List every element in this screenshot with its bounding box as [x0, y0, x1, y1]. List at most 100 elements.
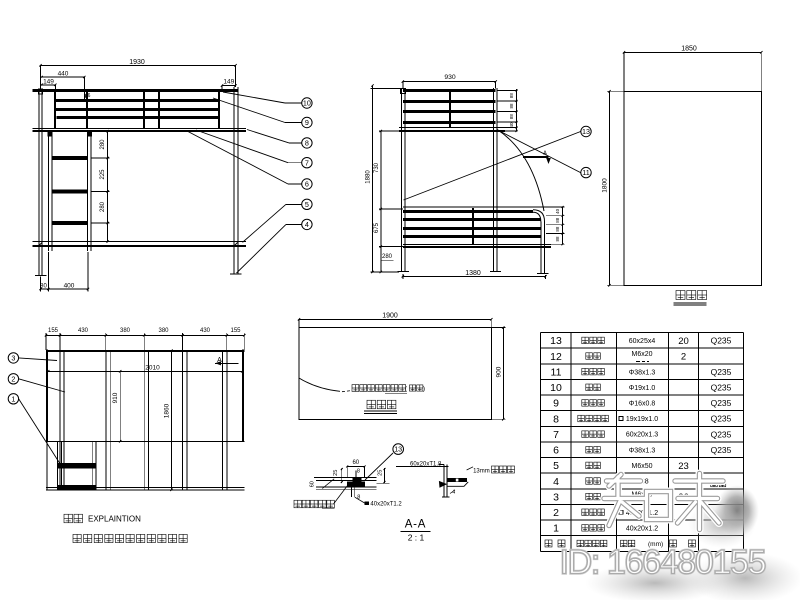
svg-text:ID: 166480155: ID: 166480155	[560, 544, 767, 582]
svg-text:Φ19x1.0: Φ19x1.0	[629, 385, 656, 392]
svg-text:400: 400	[64, 283, 75, 290]
svg-text:19x19x1.0: 19x19x1.0	[626, 416, 658, 423]
svg-text:430: 430	[78, 328, 89, 334]
svg-text:1800: 1800	[602, 178, 609, 193]
svg-text:155: 155	[48, 328, 59, 334]
svg-text:4: 4	[553, 476, 559, 488]
svg-text:10: 10	[303, 99, 311, 108]
svg-text:1850: 1850	[681, 46, 697, 53]
svg-text:A-A: A-A	[405, 519, 427, 531]
svg-text:4: 4	[305, 220, 309, 229]
svg-text:40x20xT1.2: 40x20xT1.2	[370, 502, 402, 508]
svg-text:ID: 166480155: ID: 166480155	[560, 544, 767, 582]
svg-text:60: 60	[310, 481, 316, 487]
svg-text:11: 11	[551, 366, 562, 378]
svg-text:23: 23	[678, 461, 689, 472]
svg-text:13: 13	[582, 127, 590, 136]
svg-text:11: 11	[582, 168, 589, 177]
svg-text:1880: 1880	[366, 170, 372, 184]
svg-text:280: 280	[382, 254, 393, 260]
svg-text:88: 88	[509, 93, 514, 99]
svg-text:910: 910	[112, 392, 119, 403]
svg-text:Φ38x1.3: Φ38x1.3	[629, 447, 656, 454]
svg-text:675: 675	[374, 222, 380, 233]
svg-text:Φ16x0.8: Φ16x0.8	[629, 400, 656, 407]
svg-text:1380: 1380	[465, 270, 481, 277]
svg-text:40: 40	[555, 208, 560, 214]
svg-text:88: 88	[509, 114, 514, 120]
svg-text:Φ38x1.3: Φ38x1.3	[629, 369, 656, 376]
svg-text:4: 4	[452, 489, 455, 495]
svg-text:5: 5	[305, 200, 309, 209]
svg-text:Q235: Q235	[711, 429, 732, 439]
svg-text:225: 225	[100, 169, 106, 180]
svg-text:12: 12	[550, 351, 562, 363]
svg-text:930: 930	[444, 74, 456, 81]
svg-text:80: 80	[40, 284, 47, 290]
svg-text:13mm: 13mm	[473, 469, 490, 475]
svg-text:2010: 2010	[145, 365, 160, 372]
svg-text:440: 440	[58, 71, 69, 78]
svg-text:6: 6	[553, 445, 559, 457]
svg-text:7: 7	[553, 429, 559, 441]
svg-text:40: 40	[509, 122, 514, 128]
svg-text:88: 88	[509, 103, 514, 109]
svg-text:2: 2	[11, 374, 15, 383]
svg-text:5: 5	[553, 460, 559, 472]
svg-text:Q235: Q235	[711, 336, 732, 346]
svg-text:6: 6	[305, 180, 309, 189]
svg-text:Q235: Q235	[711, 367, 732, 377]
svg-text:10: 10	[550, 382, 562, 394]
svg-text:730: 730	[374, 162, 380, 173]
svg-text:1930: 1930	[129, 59, 145, 66]
svg-text:149: 149	[223, 79, 234, 86]
svg-text:2: 2	[553, 507, 559, 519]
svg-text:20: 20	[678, 336, 689, 347]
svg-text:13: 13	[394, 445, 402, 454]
svg-text:1860: 1860	[164, 403, 171, 418]
svg-text:40x20x1.2: 40x20x1.2	[626, 525, 658, 532]
svg-text:1: 1	[553, 523, 559, 535]
svg-text:900: 900	[495, 366, 502, 377]
svg-text:380: 380	[158, 328, 169, 334]
svg-text:): )	[423, 387, 425, 393]
svg-text:8: 8	[357, 494, 360, 500]
svg-text:Q235: Q235	[711, 382, 732, 392]
svg-text:60x25x4: 60x25x4	[629, 338, 656, 345]
svg-text:88: 88	[555, 217, 560, 223]
svg-text:60: 60	[352, 460, 359, 466]
svg-text:M6x20: M6x20	[631, 351, 652, 358]
svg-text:13: 13	[550, 335, 562, 347]
svg-text:88: 88	[555, 226, 560, 232]
svg-text:25: 25	[378, 470, 384, 476]
svg-text:2: 2	[681, 351, 686, 362]
svg-text:Q235: Q235	[711, 414, 732, 424]
svg-text:155: 155	[230, 328, 241, 334]
svg-text:430: 430	[200, 328, 211, 334]
svg-text:9: 9	[553, 398, 559, 410]
svg-text:40x20x1.2: 40x20x1.2	[626, 510, 658, 517]
svg-text:280: 280	[100, 139, 106, 150]
svg-text:149: 149	[43, 79, 54, 86]
svg-text:9: 9	[305, 118, 309, 127]
svg-text:1900: 1900	[382, 313, 398, 320]
svg-text:8: 8	[305, 138, 309, 147]
svg-text:8: 8	[553, 413, 559, 425]
svg-text:(mm): (mm)	[648, 541, 663, 548]
svg-text:60x20xT1.8: 60x20xT1.8	[410, 461, 442, 467]
svg-text:60x20x1.3: 60x20x1.3	[626, 432, 658, 439]
svg-text:280: 280	[100, 201, 106, 212]
svg-text:Q235: Q235	[711, 445, 732, 455]
svg-text:1: 1	[11, 394, 15, 403]
svg-text:8: 8	[357, 469, 360, 475]
svg-text:(: (	[405, 387, 407, 393]
svg-text:2 : 1: 2 : 1	[408, 533, 425, 543]
svg-text:M6x50: M6x50	[631, 463, 652, 470]
svg-text:25: 25	[333, 470, 339, 476]
svg-text:380: 380	[120, 328, 131, 334]
svg-text:7: 7	[305, 158, 309, 167]
svg-text:3: 3	[553, 491, 559, 503]
svg-text:6: 6	[88, 93, 91, 99]
svg-text:Q235: Q235	[711, 398, 732, 408]
svg-text:3: 3	[11, 353, 15, 362]
